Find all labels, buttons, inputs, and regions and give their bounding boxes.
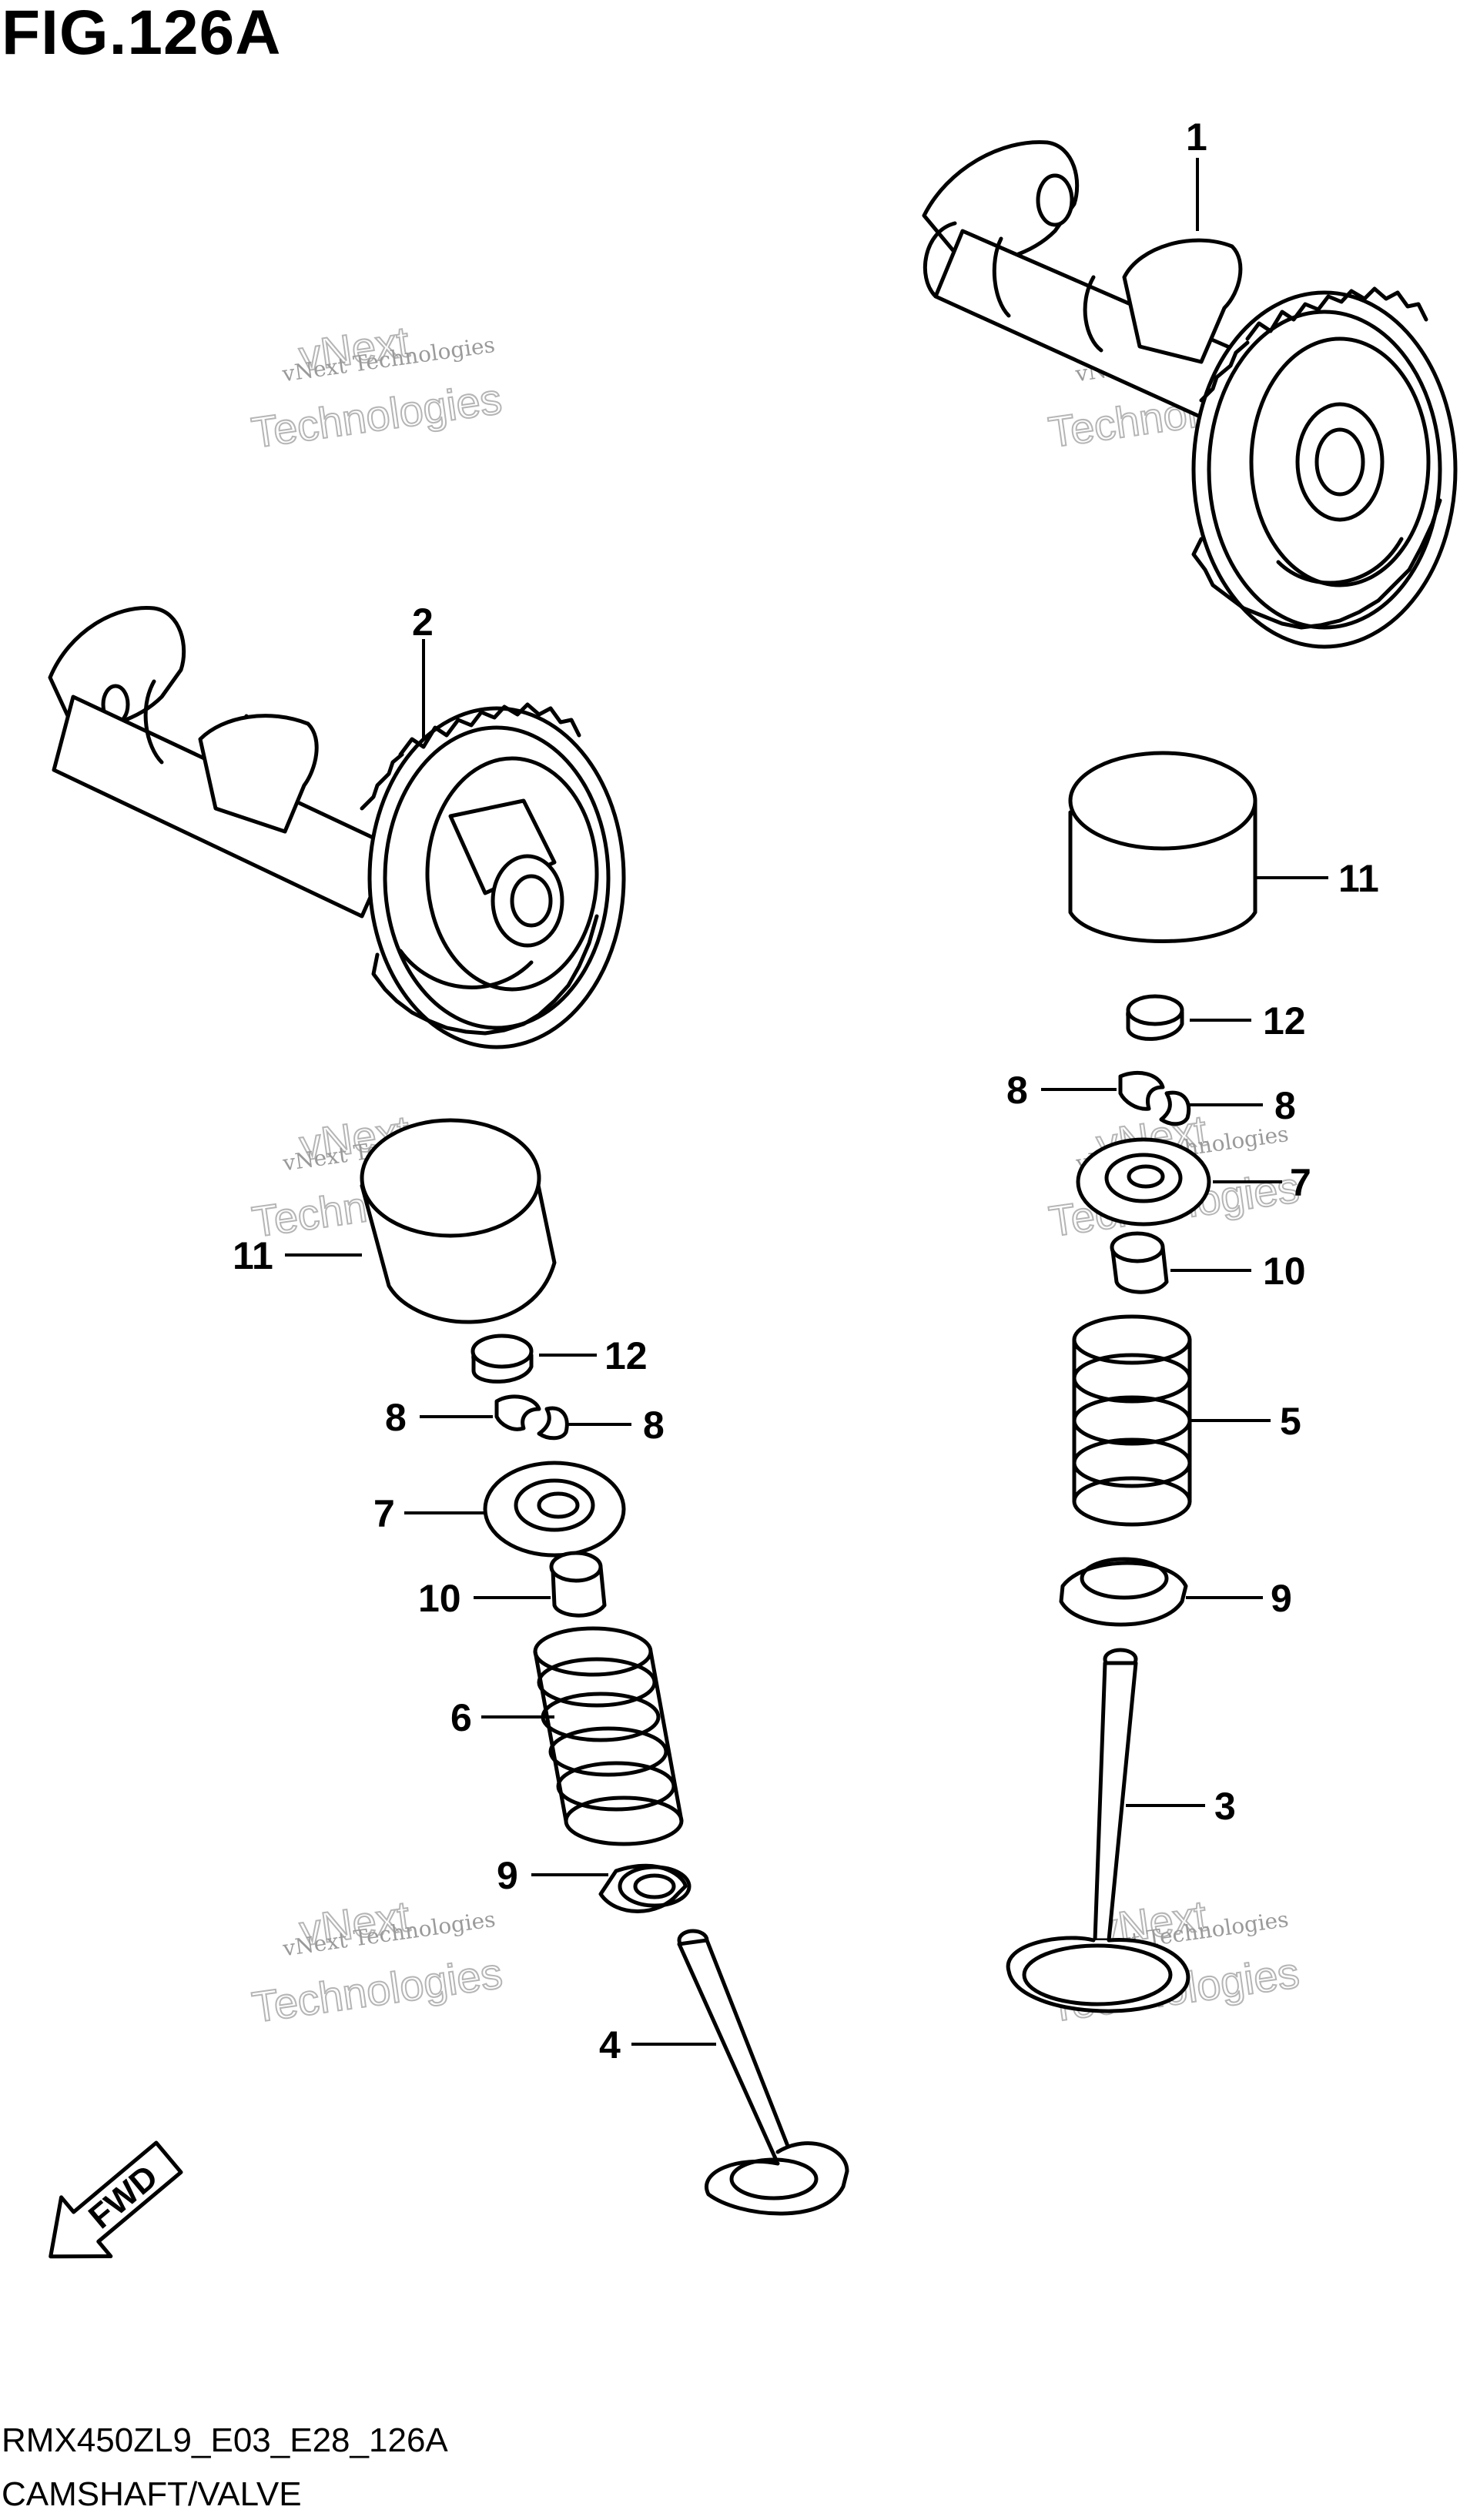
cotter-icon	[494, 1394, 569, 1441]
callout-6: 6	[450, 1696, 472, 1739]
callout-12-left: 12	[604, 1334, 648, 1377]
callout-1: 1	[1186, 115, 1207, 159]
callout-9-right: 9	[1271, 1577, 1292, 1620]
callout-11-left: 11	[233, 1234, 273, 1277]
spring-icon	[1072, 1314, 1192, 1527]
fwd-arrow-icon: FWD	[49, 2140, 183, 2259]
callout-8-right-b: 8	[1274, 1084, 1296, 1127]
callout-10-left: 10	[418, 1577, 461, 1620]
valve-icon	[1006, 1648, 1190, 2013]
retainer-icon	[1076, 1137, 1211, 1227]
cotter-icon	[1118, 1070, 1191, 1126]
callout-8-right-a: 8	[1006, 1069, 1028, 1112]
callout-11-right: 11	[1338, 857, 1379, 900]
watermark-bottom-left: Technologies vNext vNext Technologies	[249, 1891, 506, 2033]
tappet-icon	[1068, 751, 1257, 943]
gear-teeth	[360, 702, 599, 1036]
shim-icon	[470, 1334, 534, 1384]
model-code: RMX450ZL9_E03_E28_126A	[2, 2421, 448, 2459]
callout-4: 4	[599, 2023, 621, 2067]
tappet-icon	[360, 1118, 557, 1324]
callout-5: 5	[1280, 1400, 1301, 1443]
figure-title: FIG.126A	[2, 0, 282, 68]
callout-2: 2	[412, 601, 434, 644]
callout-7-right: 7	[1290, 1161, 1311, 1204]
section-name: CAMSHAFT/VALVE	[2, 2475, 302, 2513]
seal-icon	[1110, 1231, 1169, 1294]
shim-icon	[1126, 994, 1184, 1041]
callout-10-right: 10	[1263, 1250, 1306, 1293]
camshaft-icon	[48, 606, 626, 1049]
retainer-icon	[483, 1461, 626, 1558]
callout-9-left: 9	[497, 1854, 518, 1897]
spring-icon	[533, 1626, 684, 1846]
camshaft-icon	[922, 140, 1458, 649]
seal-icon	[549, 1551, 607, 1618]
callout-7-left: 7	[373, 1492, 395, 1535]
callout-12-right: 12	[1263, 999, 1306, 1042]
seat-icon	[598, 1863, 691, 1913]
callout-3: 3	[1214, 1785, 1236, 1828]
callout-8-left-a: 8	[385, 1396, 407, 1439]
gear-teeth	[1191, 286, 1442, 630]
callout-8-left-b: 8	[643, 1404, 665, 1447]
valve-icon	[677, 1929, 849, 2216]
seat-icon	[1059, 1557, 1188, 1627]
watermark-top-left: Technologies vNext vNext Technologies	[248, 316, 505, 458]
